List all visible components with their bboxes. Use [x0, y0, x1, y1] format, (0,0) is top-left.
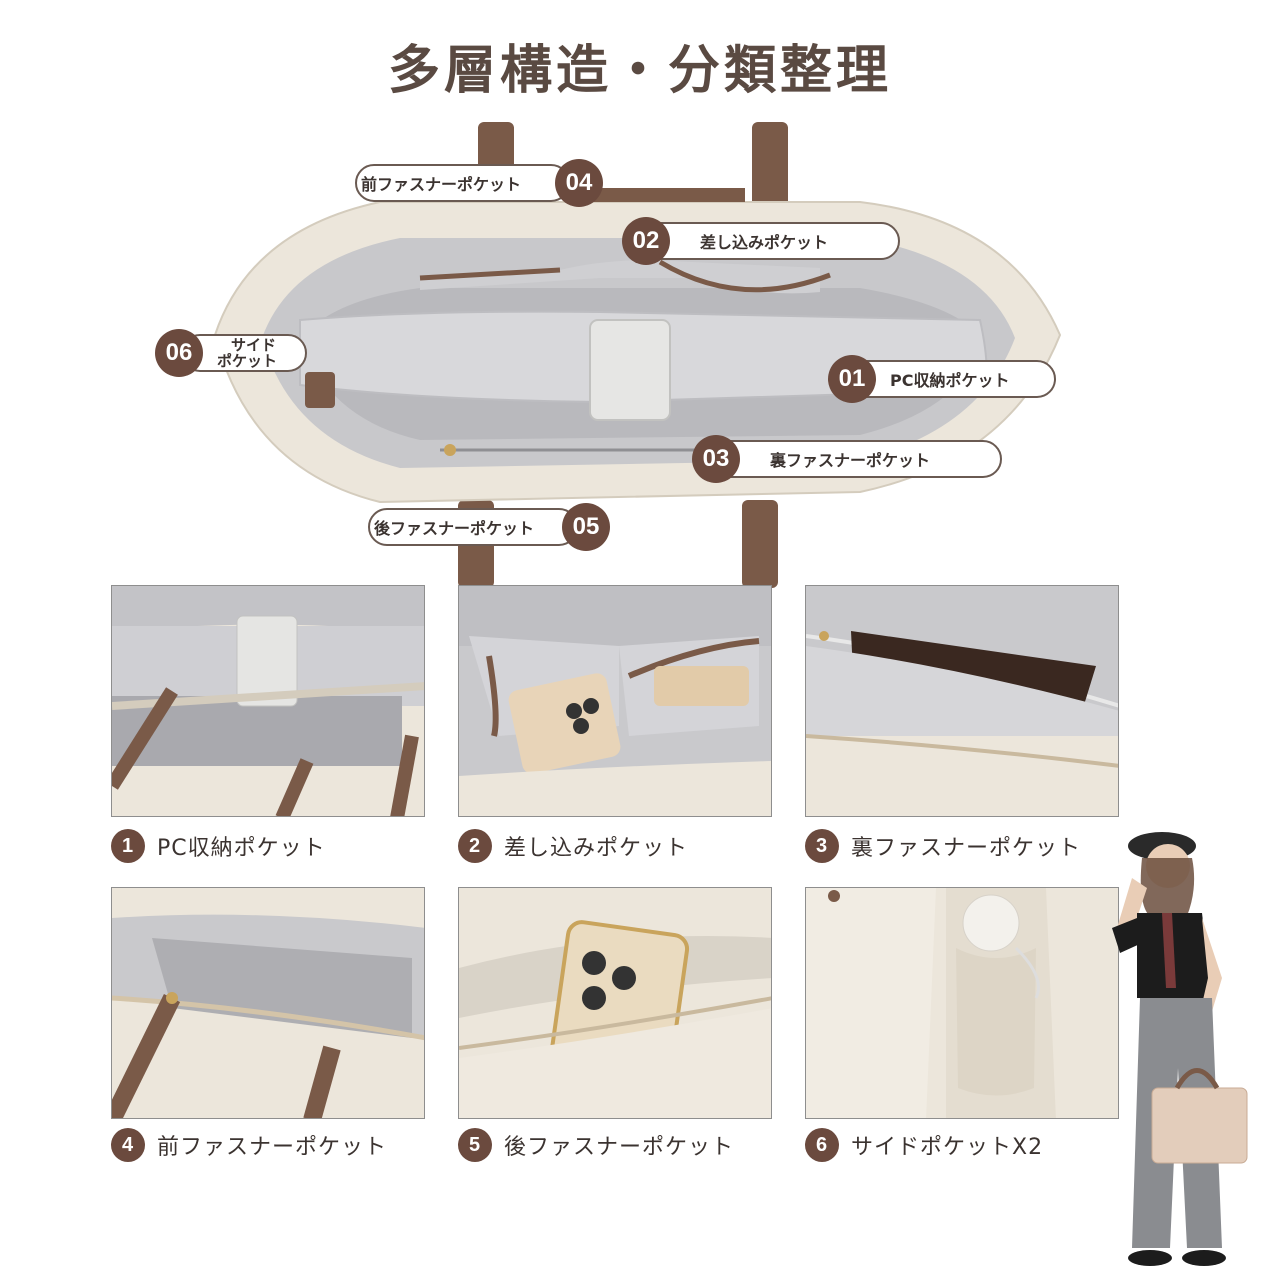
- callout-number: 01: [828, 355, 876, 403]
- model-with-bag-image: [1112, 832, 1248, 1266]
- caption-3: 3 裏ファスナーポケット: [805, 826, 1081, 866]
- caption-5: 5 後ファスナーポケット: [458, 1125, 734, 1165]
- callout-number: 02: [622, 217, 670, 265]
- callout-label: 前ファスナーポケット: [361, 175, 522, 194]
- callout-label-box: 差し込みポケット: [642, 222, 900, 260]
- caption-number: 1: [111, 829, 145, 863]
- caption-label: PC収納ポケット: [157, 836, 326, 861]
- photo-pc-pocket: [111, 585, 425, 817]
- callout-label-box: PC収納ポケット: [848, 360, 1056, 398]
- caption-6: 6 サイドポケットX2: [805, 1125, 1043, 1165]
- caption-number: 5: [458, 1128, 492, 1162]
- callout-label-line1: サイド: [231, 336, 277, 354]
- callout-label: 差し込みポケット: [700, 233, 829, 252]
- photo-slip-pocket: [458, 585, 772, 817]
- caption-2: 2 差し込みポケット: [458, 826, 688, 866]
- callout-label-box: 後ファスナーポケット: [368, 508, 578, 546]
- callout-01: PC収納ポケット 01: [828, 355, 1058, 403]
- photo-side-pocket: [805, 887, 1119, 1119]
- caption-4: 4 前ファスナーポケット: [111, 1125, 387, 1165]
- page-title: 多層構造・分類整理: [387, 41, 892, 101]
- callout-number: 04: [555, 159, 603, 207]
- callout-05: 後ファスナーポケット 05: [368, 503, 618, 551]
- callout-number: 05: [562, 503, 610, 551]
- photo-back-zipper-pocket: [805, 585, 1119, 817]
- callout-label-box: 裏ファスナーポケット: [712, 440, 1002, 478]
- caption-label: 前ファスナーポケット: [157, 1135, 388, 1160]
- callout-03: 裏ファスナーポケット 03: [692, 435, 1004, 483]
- caption-number: 3: [805, 829, 839, 863]
- callout-04: 前ファスナーポケット 04: [355, 159, 605, 207]
- caption-number: 4: [111, 1128, 145, 1162]
- callout-02: 差し込みポケット 02: [622, 217, 902, 265]
- callout-number: 03: [692, 435, 740, 483]
- bag-interior-illustration: [213, 122, 1062, 588]
- callout-label: 裏ファスナーポケット: [770, 451, 931, 470]
- caption-number: 6: [805, 1128, 839, 1162]
- callout-label: 後ファスナーポケット: [374, 519, 535, 538]
- caption-label: 後ファスナーポケット: [504, 1135, 735, 1160]
- callout-label-line2: ポケット: [217, 352, 278, 370]
- photo-front-zipper-pocket: [111, 887, 425, 1119]
- caption-1: 1 PC収納ポケット: [111, 826, 326, 866]
- callout-label-box: 前ファスナーポケット: [355, 164, 570, 202]
- caption-label: 差し込みポケット: [504, 836, 689, 861]
- caption-number: 2: [458, 829, 492, 863]
- callout-06: サイド ポケット 06: [155, 329, 315, 377]
- callout-number: 06: [155, 329, 203, 377]
- caption-label: サイドポケットX2: [851, 1135, 1044, 1160]
- photo-rear-zipper-pocket: [458, 887, 772, 1119]
- caption-label: 裏ファスナーポケット: [851, 836, 1082, 861]
- bag-interior-diagram: 前ファスナーポケット 04 差し込みポケット 02 サイド ポケット 06 PC…: [0, 110, 1280, 590]
- callout-label: PC収納ポケット: [890, 371, 1010, 390]
